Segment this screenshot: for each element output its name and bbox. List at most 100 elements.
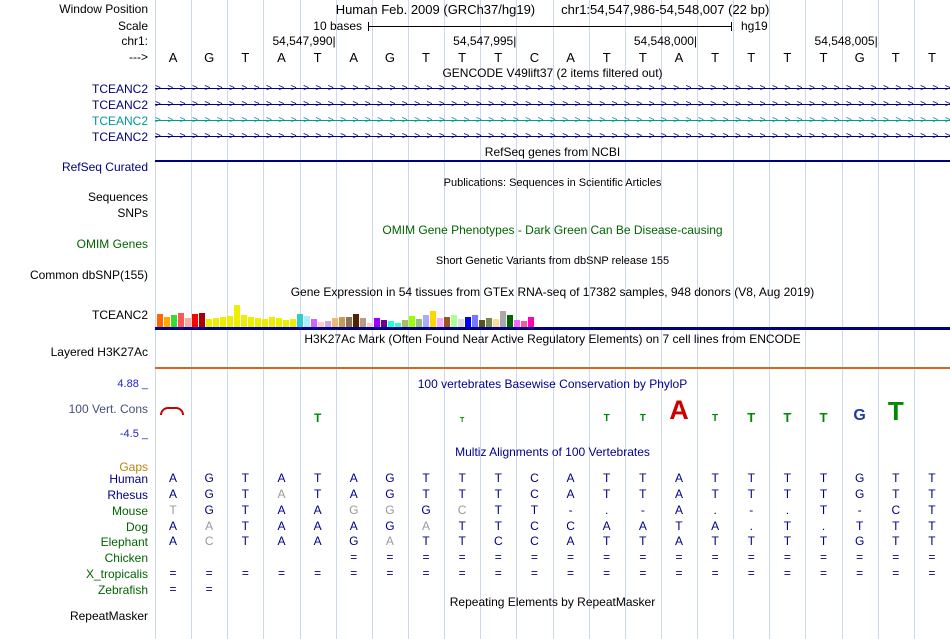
species-label-human[interactable]: Human bbox=[109, 472, 148, 486]
sequence-base: T bbox=[891, 50, 900, 65]
phylop-letter: T bbox=[313, 411, 322, 425]
sequence-base: A bbox=[277, 50, 286, 65]
gtex-bar bbox=[528, 317, 534, 327]
phylop-min-label: -4.5 _ bbox=[119, 428, 148, 440]
gencode-transcript[interactable]: >>>>>>>>>>>>>>>>>>>>>>>>>>>>>>>>>>>>>>>>… bbox=[155, 98, 950, 111]
alignment-cell: T bbox=[747, 487, 755, 501]
alignment-cell: T bbox=[494, 519, 502, 533]
alignment-cell: A bbox=[602, 519, 611, 533]
alignment-cell: T bbox=[928, 519, 936, 533]
gencode-transcript-label[interactable]: TCEANC2 bbox=[91, 82, 148, 96]
alignment-cell: = bbox=[783, 550, 791, 564]
gtex-bar bbox=[465, 317, 471, 327]
dbsnp-title[interactable]: Short Genetic Variants from dbSNP releas… bbox=[435, 255, 670, 267]
alignment-cell: = bbox=[169, 566, 177, 580]
alignment-cell: G bbox=[349, 534, 359, 548]
alignment-cell: = bbox=[530, 566, 538, 580]
gencode-transcript-label[interactable]: TCEANC2 bbox=[91, 98, 148, 112]
alignment-cell: - bbox=[857, 503, 862, 517]
phylop-track-label[interactable]: 100 Vert. Cons bbox=[68, 402, 148, 416]
alignment-cell: G bbox=[204, 471, 214, 485]
gtex-bar bbox=[269, 317, 275, 327]
refseq-gene-line[interactable] bbox=[155, 160, 950, 162]
alignment-cell: A bbox=[169, 519, 178, 533]
gaps-label[interactable]: Gaps bbox=[119, 460, 148, 474]
alignment-cell: - bbox=[568, 503, 573, 517]
h3k27ac-title[interactable]: H3K27Ac Mark (Often Found Near Active Re… bbox=[304, 332, 801, 346]
gtex-bar bbox=[360, 318, 366, 327]
grid-line bbox=[480, 0, 482, 639]
repeatmasker-title[interactable]: Repeating Elements by RepeatMasker bbox=[449, 595, 656, 609]
alignment-cell: T bbox=[639, 471, 647, 485]
alignment-cell: = bbox=[928, 550, 936, 564]
phylop-title[interactable]: 100 vertebrates Basewise Conservation by… bbox=[417, 377, 688, 391]
species-label-elephant[interactable]: Elephant bbox=[100, 535, 148, 549]
sequence-base: A bbox=[566, 50, 575, 65]
sequence-base: C bbox=[529, 50, 540, 65]
grid-line bbox=[697, 0, 699, 639]
gtex-bar bbox=[479, 320, 485, 327]
sequences-label[interactable]: Sequences bbox=[87, 190, 148, 204]
multiz-title[interactable]: Multiz Alignments of 100 Vertebrates bbox=[455, 445, 650, 459]
alignment-cell: = bbox=[819, 566, 827, 580]
grid-line bbox=[552, 0, 554, 639]
snps-label[interactable]: SNPs bbox=[117, 206, 148, 220]
alignment-cell: = bbox=[639, 550, 647, 564]
gencode-transcript[interactable]: >>>>>>>>>>>>>>>>>>>>>>>>>>>>>>>>>>>>>>>>… bbox=[155, 114, 950, 127]
sequence-base: G bbox=[384, 50, 395, 65]
grid-line bbox=[191, 0, 193, 639]
refseq-title[interactable]: RefSeq genes from NCBI bbox=[484, 145, 621, 159]
alignment-cell: A bbox=[169, 471, 178, 485]
alignment-cell: G bbox=[421, 503, 431, 517]
gencode-transcript-label[interactable]: TCEANC2 bbox=[91, 130, 148, 144]
omim-genes-label[interactable]: OMIM Genes bbox=[76, 237, 148, 251]
alignment-cell: A bbox=[349, 471, 358, 485]
alignment-cell: A bbox=[205, 519, 214, 533]
grid-line bbox=[660, 0, 662, 639]
alignment-cell: - bbox=[640, 503, 645, 517]
sequence-base: G bbox=[204, 50, 215, 65]
gtex-gene-label[interactable]: TCEANC2 bbox=[91, 308, 148, 322]
sequence-base: T bbox=[494, 50, 503, 65]
species-label-dog[interactable]: Dog bbox=[125, 520, 148, 534]
alignment-cell: C bbox=[530, 487, 539, 501]
alignment-cell: G bbox=[385, 487, 395, 501]
species-label-rhesus[interactable]: Rhesus bbox=[107, 488, 148, 502]
gtex-bar bbox=[409, 316, 415, 327]
gtex-bar bbox=[304, 316, 310, 327]
gtex-title[interactable]: Gene Expression in 54 tissues from GTEx … bbox=[290, 285, 815, 299]
position-tick-label: 54,548,000| bbox=[633, 34, 698, 48]
alignment-cell: G bbox=[854, 471, 865, 485]
gencode-transcript[interactable]: >>>>>>>>>>>>>>>>>>>>>>>>>>>>>>>>>>>>>>>>… bbox=[155, 130, 950, 143]
phylop-letter: T bbox=[887, 396, 904, 426]
alignment-cell: A bbox=[277, 471, 286, 485]
alignment-cell: = bbox=[856, 550, 864, 564]
gtex-bar bbox=[178, 313, 184, 327]
alignment-cell: = bbox=[458, 566, 466, 580]
gencode-transcript-label[interactable]: TCEANC2 bbox=[91, 114, 148, 128]
alignment-cell: T bbox=[639, 534, 647, 548]
gtex-bar bbox=[290, 319, 296, 327]
species-label-zebrafish[interactable]: Zebrafish bbox=[97, 583, 148, 597]
dbsnp-label[interactable]: Common dbSNP(155) bbox=[29, 268, 148, 282]
sequence-base: T bbox=[711, 50, 720, 65]
refseq-curated-label[interactable]: RefSeq Curated bbox=[61, 160, 148, 174]
alignment-cell: = bbox=[494, 566, 502, 580]
gencode-title[interactable]: GENCODE V49lift37 (2 items filtered out) bbox=[442, 66, 663, 80]
species-label-x_tropicalis[interactable]: X_tropicalis bbox=[85, 567, 148, 581]
phylop-letter: A bbox=[669, 395, 689, 425]
gtex-bar bbox=[164, 317, 170, 327]
species-label-mouse[interactable]: Mouse bbox=[111, 504, 148, 518]
omim-title[interactable]: OMIM Gene Phenotypes - Dark Green Can Be… bbox=[382, 223, 723, 237]
alignment-cell: T bbox=[928, 487, 936, 501]
repeatmasker-label[interactable]: RepeatMasker bbox=[69, 609, 148, 623]
alignment-cell: T bbox=[783, 487, 792, 501]
publications-title[interactable]: Publications: Sequences in Scientific Ar… bbox=[443, 177, 662, 189]
h3k27ac-label[interactable]: Layered H3K27Ac bbox=[50, 345, 148, 359]
gencode-transcript[interactable]: >>>>>>>>>>>>>>>>>>>>>>>>>>>>>>>>>>>>>>>>… bbox=[155, 82, 950, 95]
grid-line bbox=[588, 0, 590, 639]
gtex-bar bbox=[283, 320, 289, 327]
strand-label: ---> bbox=[129, 50, 148, 64]
species-label-chicken[interactable]: Chicken bbox=[104, 551, 148, 565]
